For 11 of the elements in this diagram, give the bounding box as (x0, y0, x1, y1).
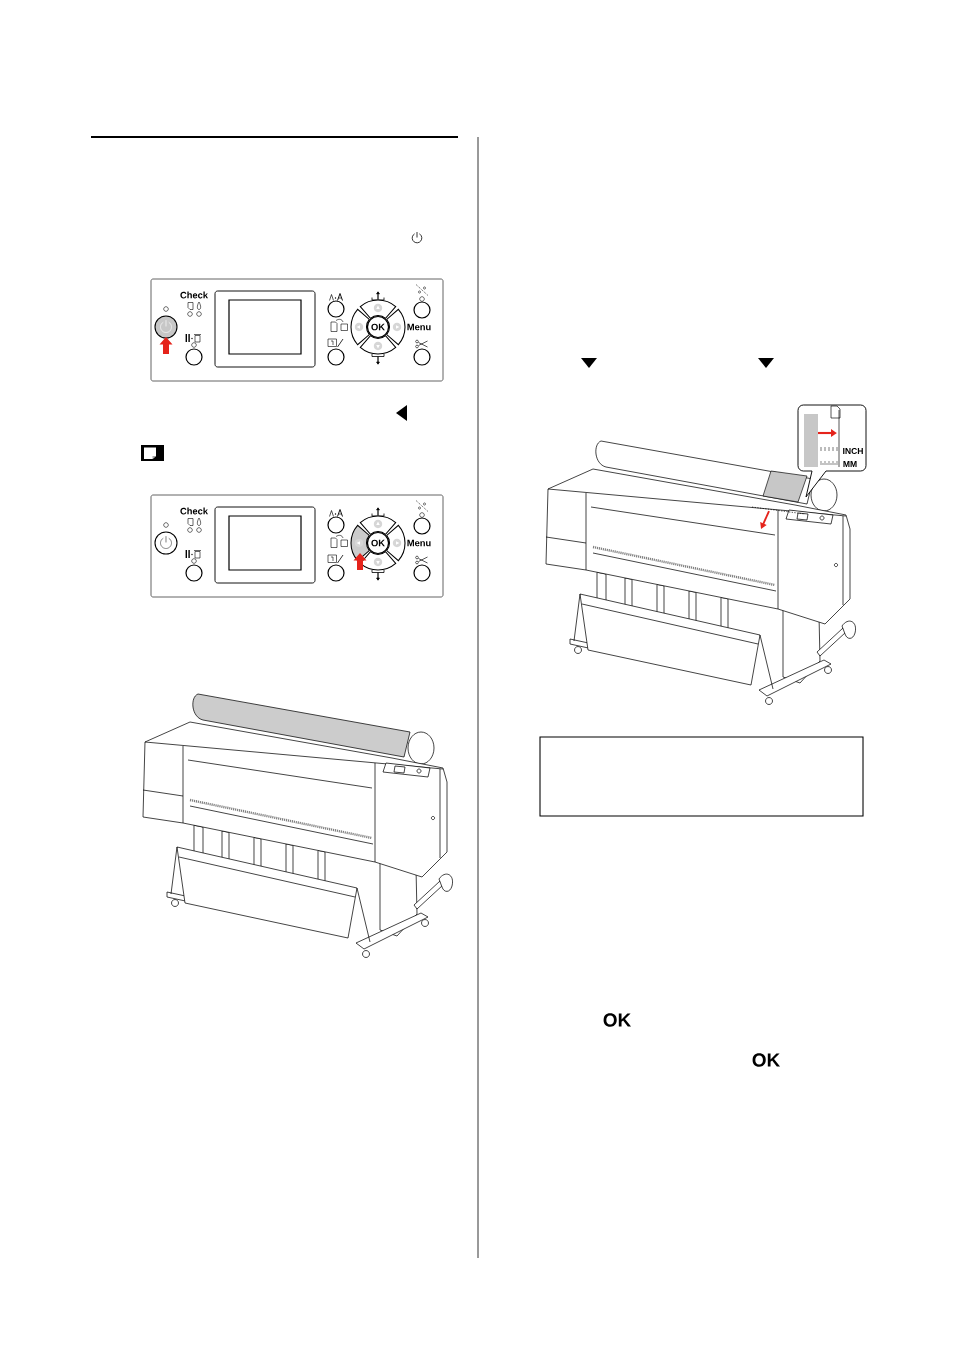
key-label: OK (603, 1013, 631, 1027)
ok-button: OK (366, 531, 390, 555)
panel-label: Menu (407, 539, 431, 547)
key-label: OK (752, 1053, 780, 1067)
panel-label: Check (180, 291, 208, 299)
ok-button: OK (366, 315, 390, 339)
scale-label: MM (843, 461, 857, 467)
note-box (539, 736, 864, 817)
panel-label: Menu (407, 323, 431, 331)
scale-label: INCH (843, 448, 863, 455)
panel-label: Check (180, 507, 208, 515)
